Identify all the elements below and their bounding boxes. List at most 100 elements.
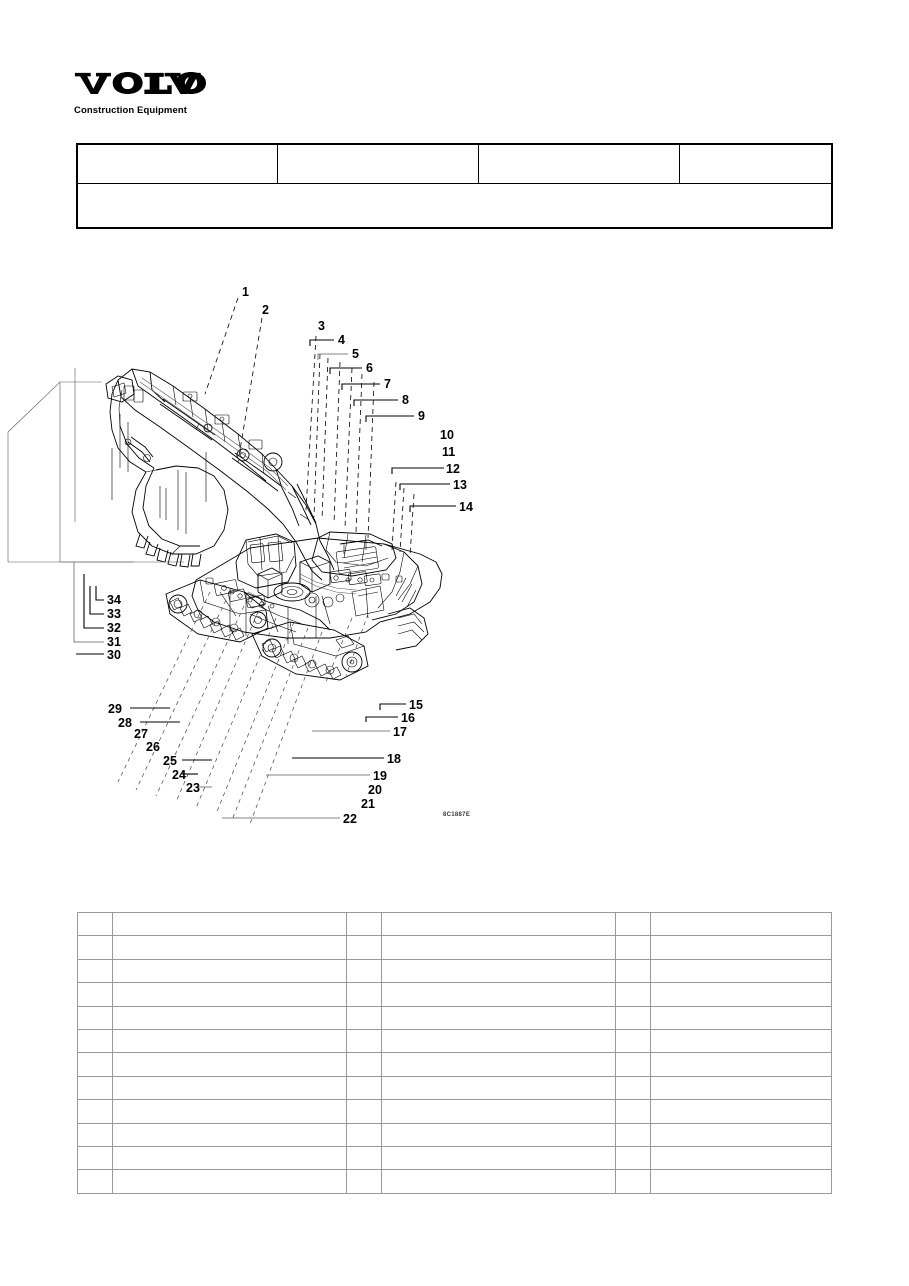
- callout-24: 24: [172, 768, 186, 782]
- cell-desc-1[interactable]: [112, 935, 347, 960]
- cell-desc-1[interactable]: [112, 1052, 347, 1077]
- cell-ref-3[interactable]: [615, 1145, 651, 1171]
- cell-ref-2[interactable]: [346, 1145, 382, 1171]
- header-cell-3[interactable]: [478, 143, 680, 184]
- cell-ref-1[interactable]: [77, 1052, 113, 1077]
- cell-desc-1[interactable]: [112, 1005, 347, 1030]
- callout-16: 16: [401, 711, 415, 725]
- cell-ref-3[interactable]: [615, 935, 651, 960]
- cell-desc-2[interactable]: [381, 1075, 616, 1101]
- cell-desc-3[interactable]: [650, 1169, 832, 1194]
- cell-ref-3[interactable]: [615, 1099, 651, 1124]
- cell-desc-1[interactable]: [112, 1122, 347, 1147]
- cell-desc-2[interactable]: [381, 958, 616, 984]
- cell-ref-2[interactable]: [346, 1052, 382, 1077]
- cell-desc-1[interactable]: [112, 982, 347, 1007]
- cell-ref-3[interactable]: [615, 1005, 651, 1030]
- callout-31: 31: [107, 635, 121, 649]
- cell-desc-2[interactable]: [381, 1028, 616, 1054]
- cell-ref-3[interactable]: [615, 982, 651, 1007]
- cell-ref-1[interactable]: [77, 1169, 113, 1194]
- cell-ref-2[interactable]: [346, 982, 382, 1007]
- cell-desc-2[interactable]: [381, 911, 616, 937]
- header-cell-wide[interactable]: [76, 183, 833, 229]
- callout-leader-lines: [111, 297, 415, 825]
- cell-ref-1[interactable]: [77, 1122, 113, 1147]
- cell-desc-1[interactable]: [112, 1075, 347, 1101]
- cell-ref-1[interactable]: [77, 958, 113, 984]
- callout-26: 26: [146, 740, 160, 754]
- cell-ref-2[interactable]: [346, 1005, 382, 1030]
- callout-22: 22: [343, 812, 357, 826]
- cell-desc-1[interactable]: [112, 1028, 347, 1054]
- callout-25: 25: [163, 754, 177, 768]
- cell-ref-1[interactable]: [77, 982, 113, 1007]
- cell-ref-2[interactable]: [346, 935, 382, 960]
- cell-desc-2[interactable]: [381, 1122, 616, 1147]
- cell-ref-3[interactable]: [615, 1075, 651, 1101]
- table-row: [77, 1005, 832, 1030]
- cell-ref-3[interactable]: [615, 911, 651, 937]
- cell-ref-2[interactable]: [346, 911, 382, 937]
- cell-desc-2[interactable]: [381, 1005, 616, 1030]
- header-row-top: [76, 143, 833, 184]
- callout-6: 6: [366, 361, 373, 375]
- cell-desc-1[interactable]: [112, 958, 347, 984]
- cell-desc-3[interactable]: [650, 982, 832, 1007]
- cell-ref-1[interactable]: [77, 911, 113, 937]
- header-cell-2[interactable]: [277, 143, 479, 184]
- cell-desc-3[interactable]: [650, 1075, 832, 1101]
- cell-desc-3[interactable]: [650, 1028, 832, 1054]
- callout-numbers: 1 2 3 4 5 6 7 8 9 10 11 12 13 14: [73, 285, 473, 826]
- callout-13: 13: [453, 478, 467, 492]
- cell-ref-1[interactable]: [77, 1145, 113, 1171]
- callout-15: 15: [409, 698, 423, 712]
- cell-desc-2[interactable]: [381, 1052, 616, 1077]
- cell-ref-1[interactable]: [77, 1028, 113, 1054]
- cell-desc-2[interactable]: [381, 1169, 616, 1194]
- cell-desc-3[interactable]: [650, 911, 832, 937]
- cell-ref-2[interactable]: [346, 1028, 382, 1054]
- cell-desc-1[interactable]: [112, 1169, 347, 1194]
- cell-desc-3[interactable]: [650, 1145, 832, 1171]
- cell-desc-2[interactable]: [381, 1099, 616, 1124]
- cell-ref-2[interactable]: [346, 1075, 382, 1101]
- cell-desc-3[interactable]: [650, 958, 832, 984]
- cell-desc-2[interactable]: [381, 935, 616, 960]
- callout-21: 21: [361, 797, 375, 811]
- cell-ref-2[interactable]: [346, 1099, 382, 1124]
- cell-ref-3[interactable]: [615, 1028, 651, 1054]
- table-row: [77, 1099, 832, 1124]
- cell-desc-3[interactable]: [650, 1005, 832, 1030]
- cell-desc-2[interactable]: [381, 1145, 616, 1171]
- header-cell-1[interactable]: [76, 143, 278, 184]
- cell-ref-1[interactable]: [77, 1005, 113, 1030]
- callout-10: 10: [440, 428, 454, 442]
- parts-list-table: [77, 911, 832, 1194]
- callout-1: 1: [242, 285, 249, 299]
- cell-ref-2[interactable]: [346, 958, 382, 984]
- excavator-exploded-diagram: .ln { fill:none; stroke:#000; stroke-wid…: [0, 262, 909, 862]
- cell-desc-1[interactable]: [112, 911, 347, 937]
- cell-ref-2[interactable]: [346, 1169, 382, 1194]
- cell-desc-3[interactable]: [650, 935, 832, 960]
- cell-ref-1[interactable]: [77, 935, 113, 960]
- cell-ref-1[interactable]: [77, 1075, 113, 1101]
- cell-ref-2[interactable]: [346, 1122, 382, 1147]
- cell-ref-3[interactable]: [615, 958, 651, 984]
- cell-ref-3[interactable]: [615, 1122, 651, 1147]
- cell-desc-3[interactable]: [650, 1122, 832, 1147]
- cell-ref-3[interactable]: [615, 1052, 651, 1077]
- document-header-table: [76, 143, 833, 229]
- cell-desc-3[interactable]: [650, 1099, 832, 1124]
- cell-desc-1[interactable]: [112, 1145, 347, 1171]
- cell-ref-3[interactable]: [615, 1169, 651, 1194]
- callout-17: 17: [393, 725, 407, 739]
- header-cell-4[interactable]: [679, 143, 833, 184]
- cell-desc-3[interactable]: [650, 1052, 832, 1077]
- cell-desc-2[interactable]: [381, 982, 616, 1007]
- callout-28: 28: [118, 716, 132, 730]
- cell-ref-1[interactable]: [77, 1099, 113, 1124]
- callout-20: 20: [368, 783, 382, 797]
- cell-desc-1[interactable]: [112, 1099, 347, 1124]
